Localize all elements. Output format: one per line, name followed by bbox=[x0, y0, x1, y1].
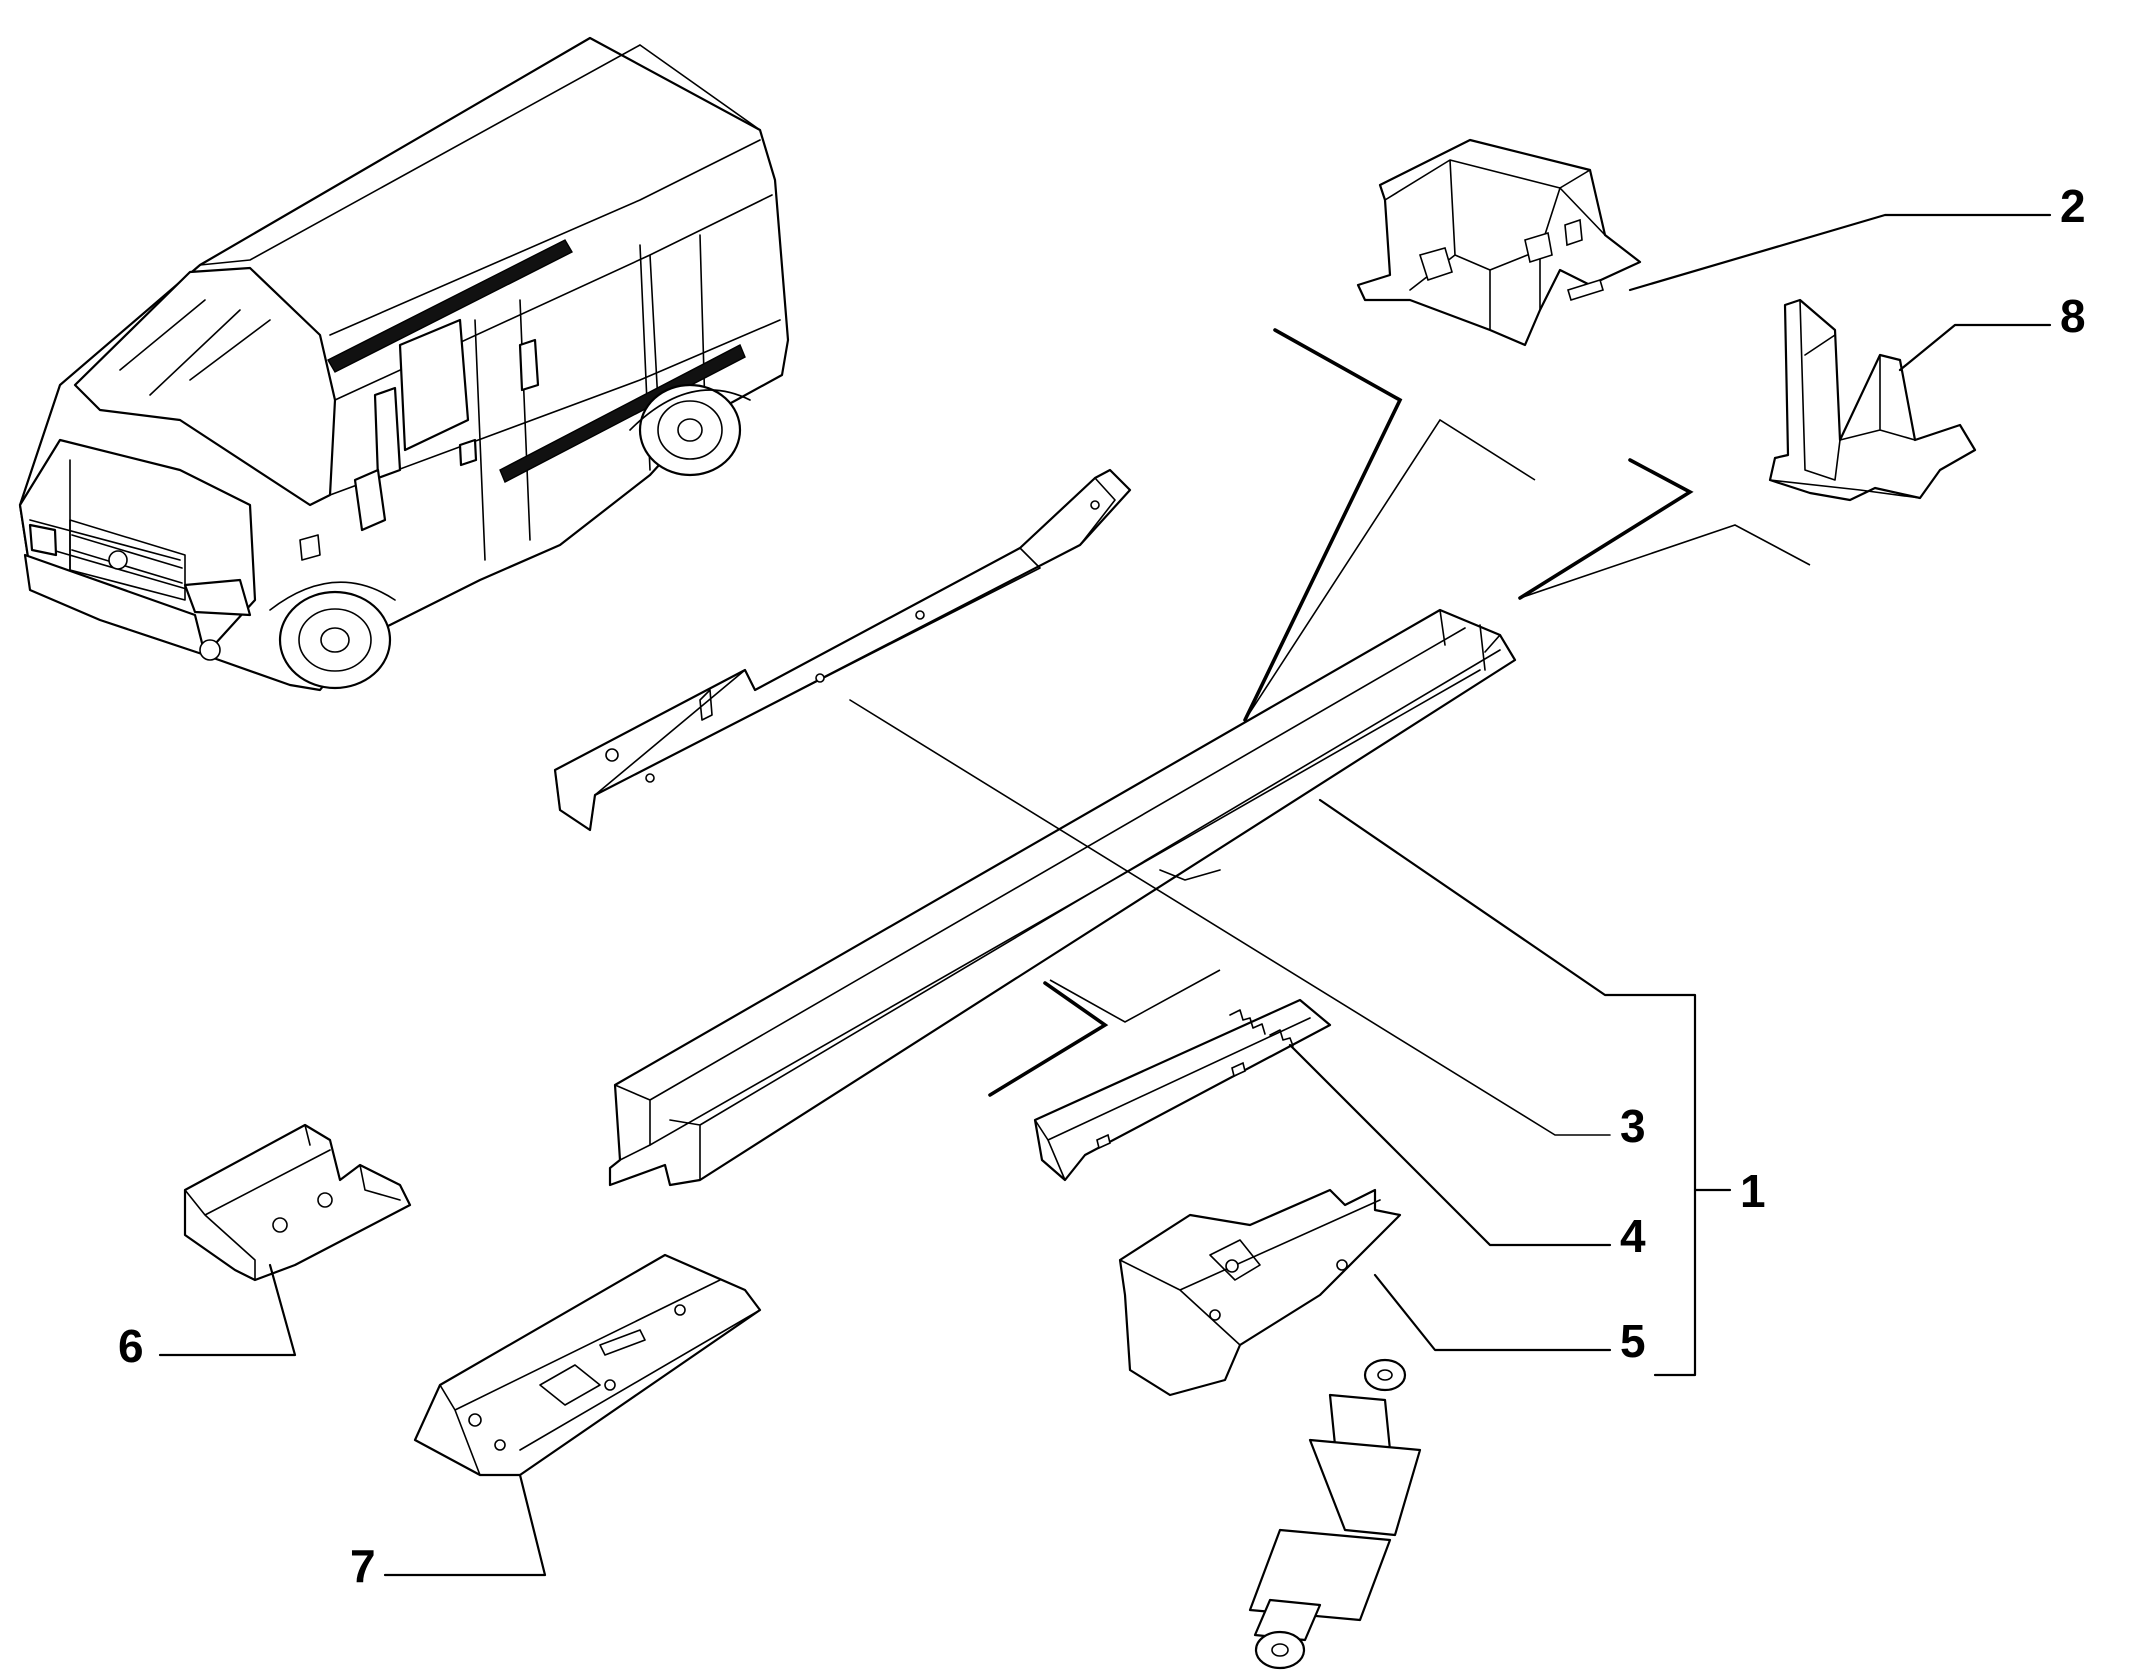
callout-7: 7 bbox=[350, 1540, 376, 1592]
part-6-tray bbox=[183, 1123, 412, 1282]
part-5-plate bbox=[1118, 1188, 1402, 1397]
callout-labels: 1 2 3 4 5 6 7 8 bbox=[118, 180, 2086, 1592]
explode-guides bbox=[988, 328, 1811, 1097]
van-illustration bbox=[18, 36, 790, 692]
part-2-bracket bbox=[1356, 138, 1642, 347]
leader-lines bbox=[158, 213, 2052, 1577]
part-8-bracket bbox=[1768, 298, 1977, 502]
part-3-rail bbox=[553, 468, 1132, 832]
callout-1: 1 bbox=[1740, 1165, 1766, 1217]
part-4-rail bbox=[1033, 998, 1332, 1182]
callout-8: 8 bbox=[2060, 290, 2086, 342]
part-7-plate bbox=[413, 1253, 762, 1477]
callout-5: 5 bbox=[1620, 1315, 1646, 1367]
callout-2: 2 bbox=[2060, 180, 2086, 232]
shock-absorber bbox=[1248, 1358, 1422, 1670]
part-1-channel bbox=[608, 608, 1517, 1187]
callout-4: 4 bbox=[1620, 1210, 1646, 1262]
callout-3: 3 bbox=[1620, 1100, 1646, 1152]
callout-6: 6 bbox=[118, 1320, 144, 1372]
